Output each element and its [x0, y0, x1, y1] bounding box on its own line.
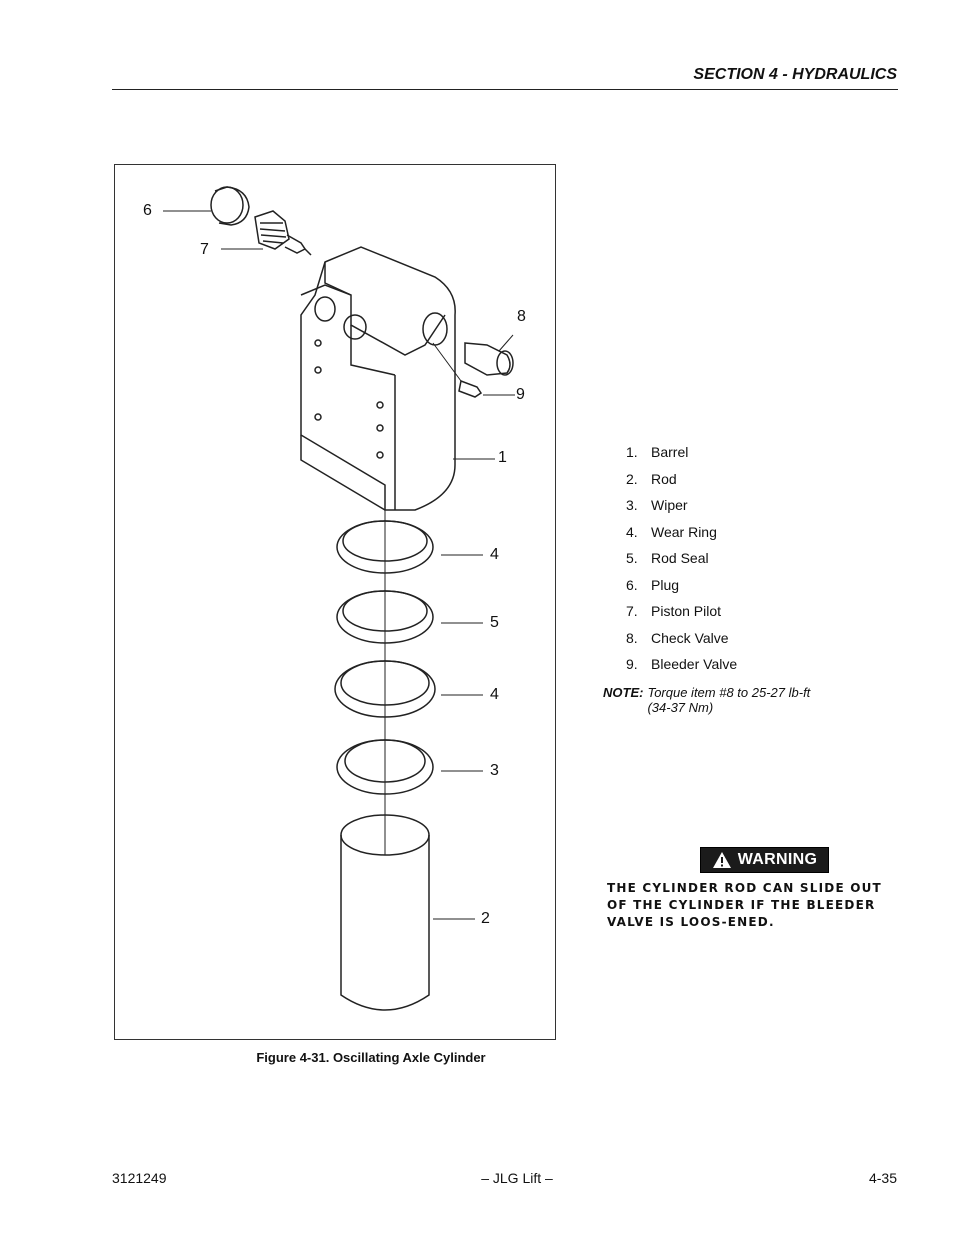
list-item: 1.Barrel [626, 444, 689, 460]
exploded-diagram: 6 7 8 9 1 4 5 4 3 2 [114, 164, 556, 1040]
torque-note: NOTE:Torque item #8 to 25-27 lb-ft (34-3… [603, 685, 832, 715]
warning-text: THE CYLINDER ROD CAN SLIDE OUT OF THE CY… [607, 881, 882, 929]
barrel-part [300, 246, 456, 511]
callout-4-lower: 4 [490, 686, 499, 703]
callout-8: 8 [517, 308, 526, 325]
callout-1: 1 [498, 449, 507, 466]
callout-7: 7 [200, 241, 209, 258]
list-item: 5.Rod Seal [626, 550, 709, 566]
note-label: NOTE: [603, 685, 644, 700]
leader-lines [163, 210, 515, 920]
piston-pilot-part [254, 210, 312, 256]
list-item: 2.Rod [626, 470, 677, 487]
list-item: 4.Wear Ring [626, 523, 717, 540]
footer-page-number: 4-35 [868, 1170, 897, 1186]
parts-list: 1.Barrel 2.Rod 3.Wiper 4.Wear Ring 5.Rod… [626, 444, 737, 683]
header-rule [112, 89, 898, 90]
footer-center: – JLG Lift – [481, 1170, 553, 1186]
plug-part [210, 186, 250, 226]
callout-9: 9 [516, 386, 525, 403]
list-item: 3.Wiper [626, 497, 688, 513]
list-item: 6.Plug [626, 576, 680, 593]
figure-caption: Figure 4-31. Oscillating Axle Cylinder [256, 1050, 486, 1065]
warning-label: WARNING [737, 851, 818, 868]
callout-5: 5 [490, 614, 499, 631]
list-item: 7.Piston Pilot [626, 603, 722, 619]
section-title: SECTION 4 - HYDRAULICS [693, 66, 897, 83]
check-valve-part [464, 342, 514, 376]
list-item: 9.Bleeder Valve [626, 656, 738, 672]
warning-triangle-icon [712, 852, 731, 868]
callout-6: 6 [143, 202, 152, 219]
note-text: Torque item #8 to 25-27 lb-ft (34-37 Nm) [647, 685, 811, 715]
footer-doc-number: 3121249 [112, 1170, 167, 1186]
bleeder-valve-part [432, 342, 483, 398]
callout-2: 2 [481, 910, 490, 927]
list-item: 8.Check Valve [626, 629, 729, 646]
warning-badge: WARNING [700, 847, 829, 873]
callout-4-upper: 4 [490, 546, 499, 563]
callout-3: 3 [490, 762, 499, 779]
cylinder-illustration [163, 186, 515, 1011]
